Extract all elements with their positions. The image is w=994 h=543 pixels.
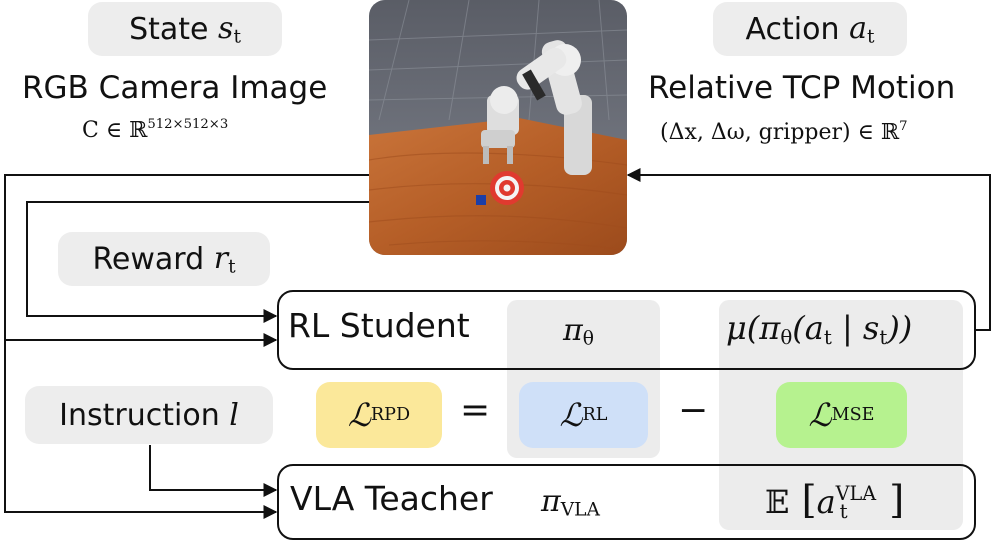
camera-title: RGB Camera Image xyxy=(22,70,328,106)
state-sub: t xyxy=(233,26,241,48)
mu-rest: (a xyxy=(792,309,824,347)
action-sub: t xyxy=(866,26,875,48)
state-pill: State st xyxy=(88,2,282,56)
loss-equals: = xyxy=(460,390,491,431)
loss-mse-sym: ℒ xyxy=(808,396,832,434)
vla-teacher-label: VLA Teacher xyxy=(290,479,493,518)
mu-sub: θ xyxy=(780,325,793,349)
tcp-formula: (Δx, Δω, gripper) ∈ ℝ7 xyxy=(660,119,908,145)
instruction-var: l xyxy=(229,397,239,433)
state-label: State xyxy=(129,11,209,47)
student-policy: πθ xyxy=(563,313,594,350)
instruction-feed-line xyxy=(149,445,278,497)
loss-minus: − xyxy=(678,390,709,431)
camera-formula-sup: 512×512×3 xyxy=(147,117,229,132)
tcp-formula-sup: 7 xyxy=(899,119,908,134)
state-feed-teacher-line xyxy=(4,340,278,519)
student-policy-sub: θ xyxy=(582,328,594,350)
blue-cube-icon xyxy=(476,195,486,205)
reward-label: Reward xyxy=(92,241,205,277)
action-label: Action xyxy=(745,11,840,47)
tcp-title: Relative TCP Motion xyxy=(648,70,956,106)
action-var: a xyxy=(849,10,867,46)
instruction-pill: Instruction l xyxy=(25,386,273,444)
loss-mse-sub: MSE xyxy=(831,405,875,425)
mu-tail-sub: t xyxy=(879,325,888,349)
loss-rpd-sym: ℒ xyxy=(347,396,371,434)
teacher-policy: πVLA xyxy=(541,484,600,521)
mu-rest-sub: t xyxy=(823,325,832,349)
robot-arm-icon xyxy=(481,40,592,175)
mu-close: )) xyxy=(887,309,913,347)
exp-sup: VLA xyxy=(835,481,877,505)
reward-feed-line xyxy=(26,201,372,323)
rl-student-label: RL Student xyxy=(288,306,470,345)
reward-pill: Reward rt xyxy=(58,232,270,286)
reward-var: r xyxy=(213,240,229,276)
teacher-expectation: 𝔼 [aVLAt] xyxy=(765,478,905,523)
camera-formula: C ∈ ℝ512×512×3 xyxy=(82,117,228,143)
loss-rpd-sub: RPD xyxy=(370,405,411,425)
vla-teacher-box xyxy=(277,464,976,540)
action-feed-line xyxy=(626,168,991,331)
action-pill: Action at xyxy=(713,2,907,56)
mu-tail: | s xyxy=(831,309,880,347)
exp-sub: t xyxy=(839,499,848,523)
student-mu-expr: μ(πθ(at | st)) xyxy=(726,309,912,349)
tcp-formula-lhs: (Δx, Δω, gripper) ∈ ℝ xyxy=(660,120,900,146)
exp-sym: 𝔼 xyxy=(765,483,790,521)
reward-sub: t xyxy=(228,256,236,278)
camera-formula-lhs: C ∈ ℝ xyxy=(82,118,148,144)
student-policy-var: π xyxy=(563,313,583,348)
state-feed-line xyxy=(4,174,372,347)
mu-expr: μ(π xyxy=(726,309,781,347)
state-var: s xyxy=(218,10,234,46)
instruction-label: Instruction xyxy=(59,397,220,433)
robot-simulation-image xyxy=(369,0,627,255)
exp-var: a xyxy=(816,483,836,521)
loss-rl-sub: RL xyxy=(582,405,608,425)
loss-rl-sym: ℒ xyxy=(559,396,583,434)
rl-student-box xyxy=(277,290,976,370)
teacher-policy-sub: VLA xyxy=(560,499,600,521)
teacher-policy-var: π xyxy=(541,484,561,519)
